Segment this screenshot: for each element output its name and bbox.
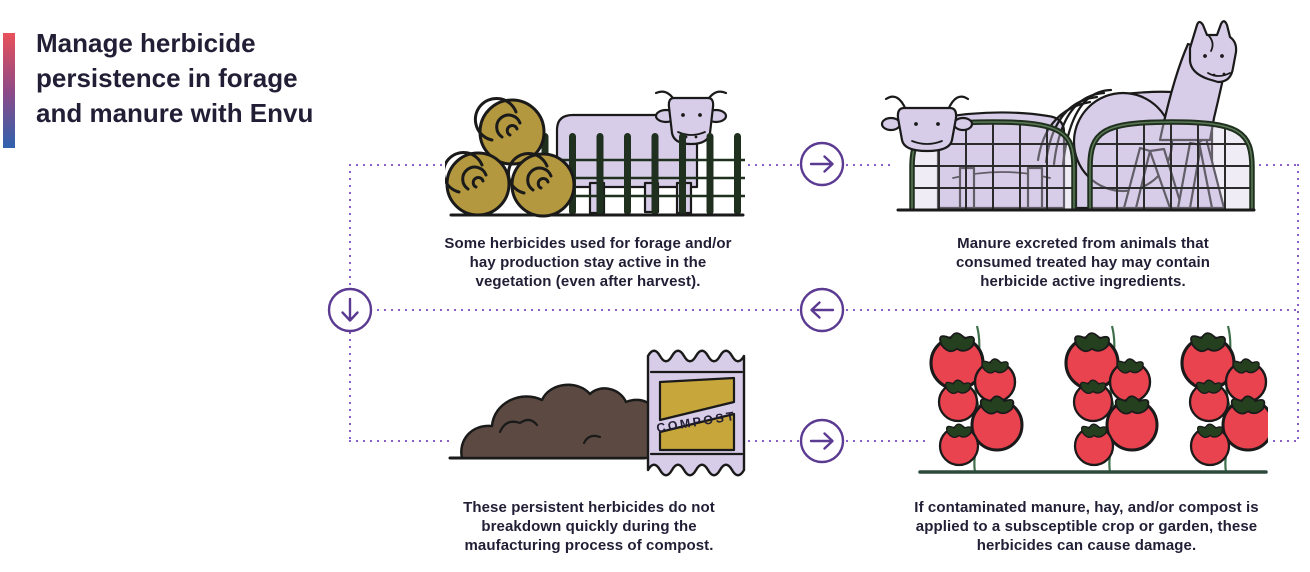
illustration-tomatoes: [918, 322, 1268, 477]
page-title-line: Manage herbicide: [36, 28, 256, 58]
page-title-line: persistence in forage: [36, 63, 298, 93]
dotted-connector-right: [1297, 164, 1299, 442]
illustration-compost: COMPOST: [448, 340, 746, 485]
tomato-vine-icon: [1180, 325, 1268, 473]
step-caption-manure: Manure excreted from animals that consum…: [955, 235, 1211, 290]
arrow-right-icon: [799, 141, 845, 187]
step-caption-forage: Some herbicides used for forage and/or h…: [444, 235, 732, 290]
arrow-right-icon: [799, 418, 845, 464]
illustration-cow-and-horse: [880, 18, 1256, 223]
cow-head-icon: [880, 95, 974, 153]
step-caption-crop: If contaminated manure, hay, and/or comp…: [914, 499, 1259, 554]
compost-bag-icon: COMPOST: [646, 349, 746, 477]
tomato-vine-icon: [929, 325, 1024, 473]
illustration-hay-and-cow: [445, 85, 745, 220]
brand-gradient-bar: [3, 33, 15, 148]
page-title: Manage herbicide persistence in forage a…: [36, 26, 346, 131]
step-caption-compost: These persistent herbicides do not break…: [463, 499, 715, 554]
page-title-line: and manure with Envu: [36, 98, 314, 128]
hay-bales-icon: [445, 96, 576, 218]
arrow-down-icon: [327, 287, 373, 333]
arrow-left-icon: [799, 287, 845, 333]
wire-pen-icon: [1087, 119, 1255, 210]
tomato-vine-icon: [1064, 325, 1159, 473]
